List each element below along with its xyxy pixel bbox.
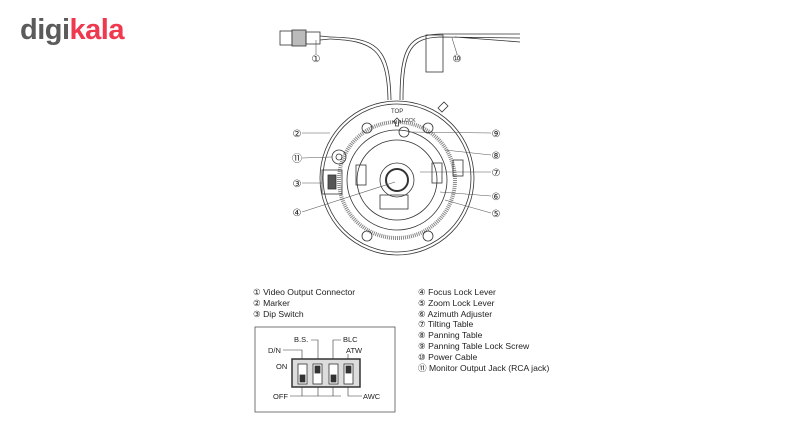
- camera-body: [319, 100, 475, 256]
- callouts: ① ② ⑪ ③ ④ ⑩ ⑨ ⑧ ⑦ ⑥ ⑤: [292, 54, 501, 220]
- legend-item: ⑤ Zoom Lock Lever: [418, 297, 495, 308]
- callout-6: ⑥: [492, 192, 501, 203]
- dip-label-blc: BLC: [343, 335, 358, 344]
- leader-lines: [301, 37, 492, 214]
- callout-8: ⑧: [492, 151, 501, 162]
- dip-switch-diagram: [254, 326, 396, 413]
- legend-item: ⑪ Monitor Output Jack (RCA jack): [418, 362, 550, 373]
- top-label: TOP: [391, 109, 403, 115]
- legend-item: ⑦ Tilting Table: [418, 319, 474, 330]
- legend-item: ⑨ Panning Table Lock Screw: [418, 340, 530, 351]
- lock-label: LOCK: [402, 118, 416, 124]
- callout-7: ⑦: [492, 168, 501, 179]
- dip-label-awc: AWC: [363, 392, 381, 401]
- dip-label-dn: D/N: [268, 346, 281, 355]
- digikala-logo: digikala: [20, 14, 125, 47]
- legend-item: ⑧ Panning Table: [418, 330, 483, 341]
- legend-item: ② Marker: [253, 297, 290, 308]
- callout-10: ⑩: [453, 54, 462, 65]
- dip-label-off: OFF: [273, 392, 288, 401]
- legend-item: ③ Dip Switch: [253, 308, 304, 319]
- dip-labels: B.S. BLC D/N ATW ON OFF AWC: [268, 335, 381, 401]
- callout-11: ⑪: [292, 153, 302, 165]
- power-cable: [399, 33, 521, 101]
- dip-label-atw: ATW: [346, 346, 363, 355]
- callout-5: ⑤: [492, 209, 501, 220]
- legend-left: ① Video Output Connector ② Marker ③ Dip …: [253, 287, 355, 319]
- callout-4: ④: [293, 208, 302, 219]
- callout-3: ③: [293, 179, 302, 190]
- legend-right: ④ Focus Lock Lever ⑤ Zoom Lock Lever ⑥ A…: [418, 287, 549, 373]
- legend-item: ① Video Output Connector: [253, 287, 356, 297]
- callout-2: ②: [293, 129, 302, 140]
- legend-item: ⑥ Azimuth Adjuster: [418, 308, 493, 319]
- dip-label-on: ON: [276, 362, 287, 371]
- logo-digi: digi: [20, 14, 70, 46]
- video-output-connector: [279, 29, 331, 47]
- callout-1: ①: [312, 54, 321, 65]
- dip-label-bs: B.S.: [294, 335, 308, 344]
- legend-item: ④ Focus Lock Lever: [418, 287, 496, 297]
- video-cable: [329, 36, 392, 101]
- callout-9: ⑨: [492, 129, 501, 140]
- power-cable-tag: [425, 34, 444, 73]
- logo-kala: kala: [69, 14, 125, 46]
- legend-item: ⑩ Power Cable: [418, 351, 478, 362]
